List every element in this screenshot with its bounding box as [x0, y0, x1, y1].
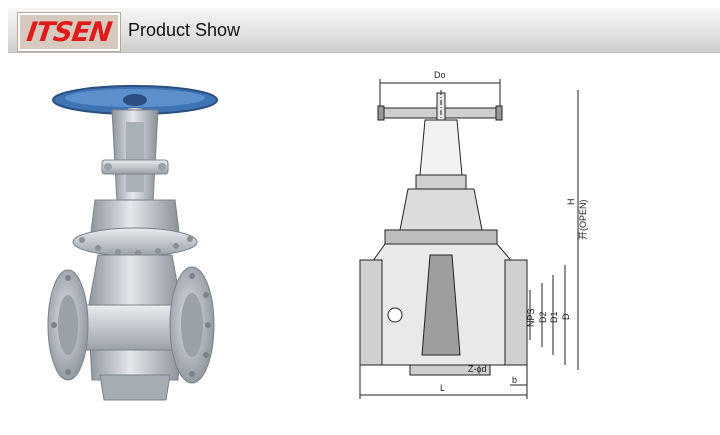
- bonnet-flange: [72, 227, 198, 257]
- valve-cross-section-drawing: Do H 开(OPEN) NPS D2 D1 D Z-ϕd b L: [359, 70, 588, 399]
- gate-valve-photo: [47, 85, 218, 401]
- label-z: Z-ϕd: [468, 364, 487, 374]
- label-l: L: [440, 383, 445, 393]
- label-h: H: [566, 199, 576, 206]
- label-d: D: [561, 313, 571, 320]
- label-b: b: [512, 375, 517, 385]
- label-open: 开(OPEN): [578, 199, 588, 240]
- label-nps: NPS: [526, 308, 536, 327]
- label-d2: D2: [538, 311, 548, 323]
- header-bar: ITSEN Product Show: [8, 8, 720, 53]
- logo-text: ITSEN: [24, 16, 114, 48]
- itsen-logo[interactable]: ITSEN: [18, 13, 120, 51]
- page-title: Product Show: [128, 20, 241, 40]
- label-do: Do: [434, 70, 446, 80]
- label-d1: D1: [549, 311, 559, 323]
